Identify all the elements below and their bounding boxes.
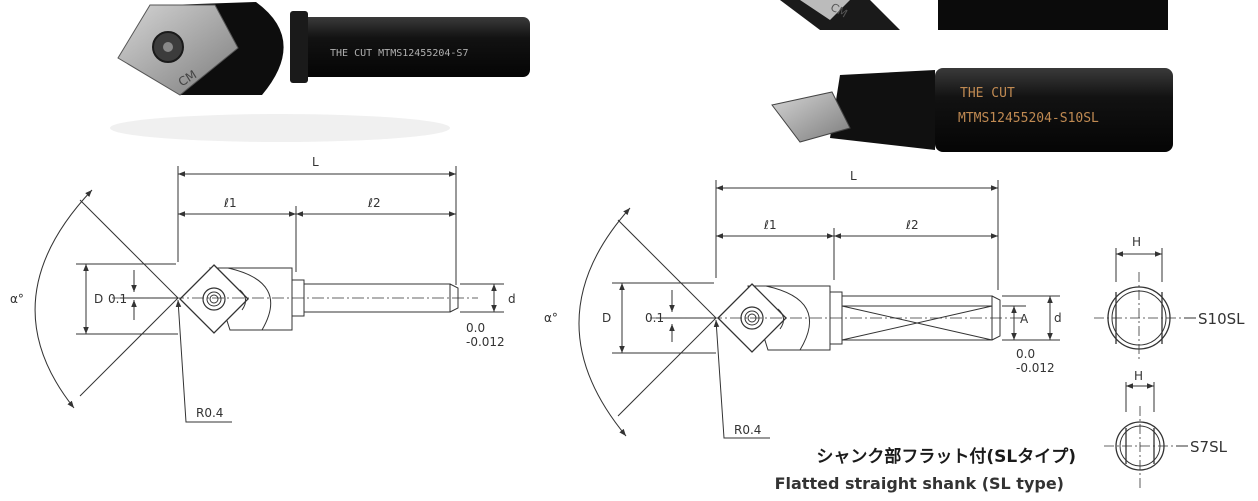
product-photo-left: CM THE CUT MTMS12455204-S7 <box>110 2 530 142</box>
product-photo-right: CM THE CUT MTMS12455204-S10SL <box>771 0 1173 152</box>
dim-d-right: d <box>1054 311 1062 325</box>
tol-upper-right: 0.0 <box>1016 347 1035 361</box>
dim-offset-right: 0.1 <box>645 311 664 325</box>
dim-D-left: D <box>94 292 103 306</box>
section-s7sl-H: H <box>1134 369 1143 383</box>
dim-L-right: L <box>850 169 857 183</box>
section-s10sl-H: H <box>1132 235 1141 249</box>
dim-alpha-right: α° <box>544 311 558 325</box>
dim-offset-left: 0.1 <box>108 292 127 306</box>
dim-l2-right: ℓ2 <box>905 218 919 232</box>
dim-D-right: D <box>602 311 611 325</box>
caption-jp: シャンク部フラット付(SLタイプ) <box>816 446 1076 467</box>
dim-radius-left: R0.4 <box>196 406 223 420</box>
tol-upper-left: 0.0 <box>466 321 485 335</box>
engraving-left: THE CUT MTMS12455204-S7 <box>330 48 468 59</box>
dim-l1-left: ℓ1 <box>223 196 237 210</box>
section-s7sl <box>1104 382 1188 490</box>
dim-A-right: A <box>1020 312 1029 326</box>
dim-l1-right: ℓ1 <box>763 218 777 232</box>
drawing-left <box>34 166 504 423</box>
section-s7sl-label: S7SL <box>1190 438 1228 456</box>
dim-L-left: L <box>312 155 319 169</box>
engraving-right-2: MTMS12455204-S10SL <box>958 111 1099 126</box>
section-s10sl <box>1094 248 1196 360</box>
dim-d-left: d <box>508 292 516 306</box>
drawing-right-labels: L ℓ1 ℓ2 α° D 0.1 A d 0.0 -0.012 R0.4 <box>544 169 1062 437</box>
dim-radius-right: R0.4 <box>734 423 761 437</box>
tol-lower-right: -0.012 <box>1016 361 1055 375</box>
dim-alpha-left: α° <box>10 292 24 306</box>
drawing-left-labels: L ℓ1 ℓ2 α° D 0.1 d 0.0 -0.012 R0.4 <box>10 155 516 420</box>
engraving-right-1: THE CUT <box>960 86 1015 101</box>
caption: シャンク部フラット付(SLタイプ) Flatted straight shank… <box>775 446 1076 493</box>
drawing-right <box>578 180 1060 439</box>
section-s10sl-label: S10SL <box>1198 310 1245 328</box>
caption-en: Flatted straight shank (SL type) <box>775 474 1064 493</box>
dim-l2-left: ℓ2 <box>367 196 381 210</box>
section-labels: H S10SL H S7SL <box>1132 235 1245 456</box>
tol-lower-left: -0.012 <box>466 335 505 349</box>
